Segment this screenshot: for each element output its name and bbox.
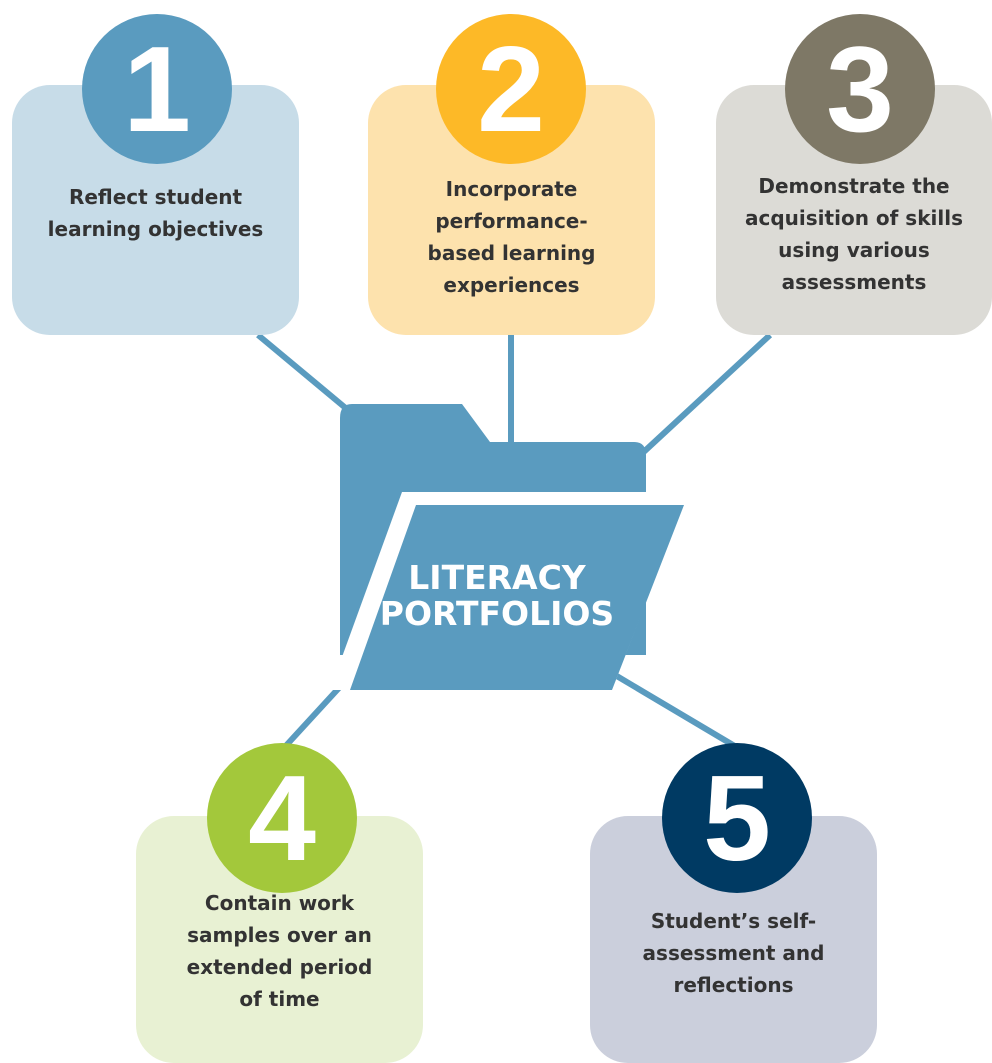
- connector-5: [608, 669, 740, 751]
- number-badge-3: 3: [785, 14, 935, 164]
- step-text-3: Demonstrate the acquisition of skills us…: [745, 174, 963, 294]
- center-title-line2: PORTFOLIOS: [379, 594, 615, 633]
- number-badge-5: 5: [662, 743, 812, 893]
- connector-1: [256, 332, 362, 423]
- step-text-5: Student’s self-assessment and reflection…: [642, 909, 825, 997]
- step-text-4: Contain work samples over an extended pe…: [186, 891, 373, 1011]
- number-badge-4: 4: [207, 743, 357, 893]
- step-box-2: Incorporate performance-based learning e…: [368, 85, 655, 335]
- center-title-line1: LITERACY: [408, 558, 586, 597]
- connector-3: [632, 332, 773, 463]
- center-title: LITERACY PORTFOLIOS: [372, 560, 622, 632]
- step-text-2: Incorporate performance-based learning e…: [427, 177, 596, 297]
- number-badge-1: 1: [82, 14, 232, 164]
- number-badge-2: 2: [436, 14, 586, 164]
- folder-front: [350, 505, 684, 690]
- step-text-1: Reflect student learning objectives: [47, 185, 264, 241]
